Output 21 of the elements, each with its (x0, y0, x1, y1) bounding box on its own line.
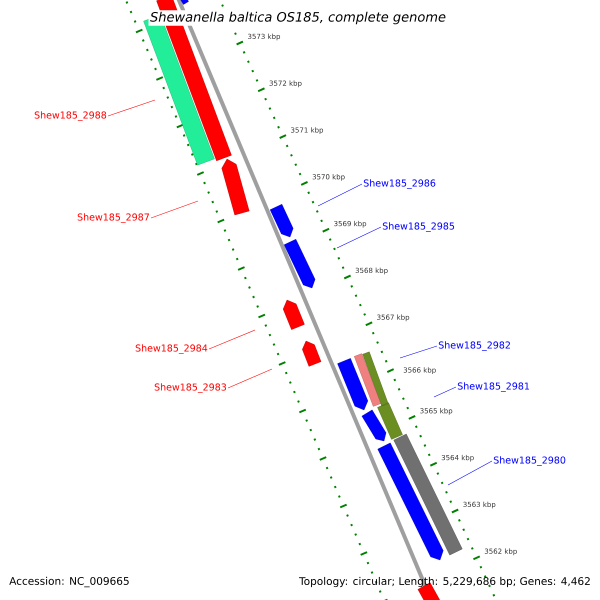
title: Shewanella baltica OS185, complete genome (148, 10, 448, 26)
gene-label: Shew185_2983 (154, 383, 226, 393)
leader-line (108, 100, 156, 116)
gene-label: Shew185_2986 (364, 179, 436, 189)
leader-line (400, 346, 438, 358)
leader-line (318, 184, 362, 206)
gene-label: Shew185_2982 (438, 341, 510, 351)
gene-label: Shew185_2981 (458, 382, 530, 392)
leader-line (208, 330, 256, 350)
leader-line (448, 460, 492, 486)
accession-text: Accession: NC_009665 (9, 576, 129, 588)
gene-label: Shew185_2984 (136, 344, 208, 354)
gene-label: Shew185_2985 (382, 222, 454, 232)
leader-line (150, 200, 198, 218)
gene-label: Shew185_2988 (34, 111, 106, 121)
leader-line (336, 226, 382, 248)
genome-info-text: Topology: circular; Length: 5,229,686 bp; Genes: 4,462 (299, 576, 590, 588)
leader-line (434, 386, 456, 398)
leader-line (228, 368, 272, 388)
gene-label: Shew185_2980 (494, 456, 566, 466)
gene-label: Shew185_2987 (78, 213, 149, 223)
